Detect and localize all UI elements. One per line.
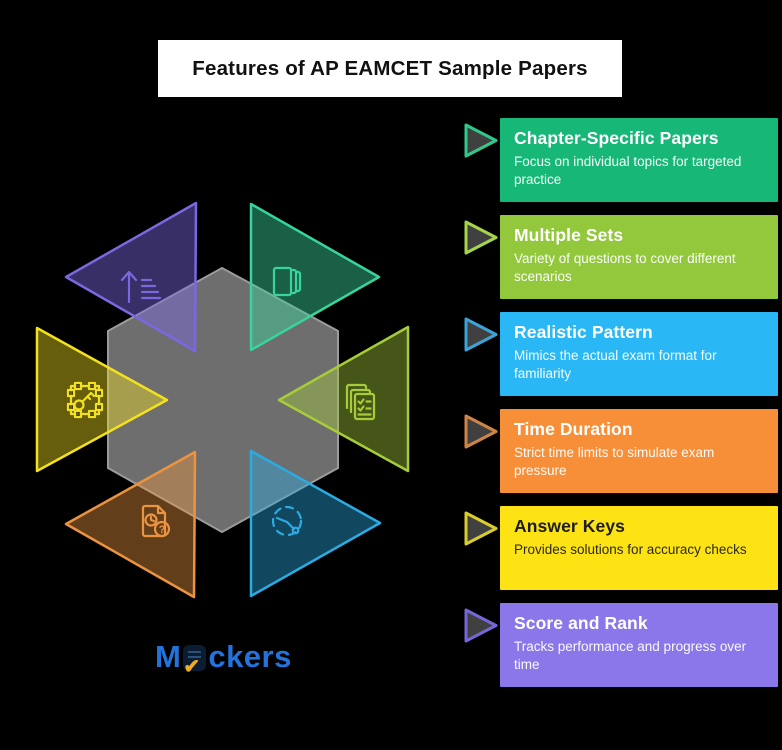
triangle-key — [35, 326, 169, 473]
feature-description: Tracks performance and progress over tim… — [514, 639, 747, 672]
triangle-timer — [249, 449, 382, 598]
card-pointer-arrow-icon — [464, 123, 498, 158]
feature-card-box: Multiple Sets Variety of questions to co… — [500, 215, 778, 299]
feature-title: Answer Keys — [514, 516, 626, 536]
card-pointer-arrow-icon — [464, 511, 498, 546]
card-pointer-arrow-icon — [464, 414, 498, 449]
feature-title: Time Duration — [514, 419, 633, 439]
feature-card-multiple-sets: Multiple Sets Variety of questions to co… — [463, 215, 782, 299]
feature-card-score-and-rank: Score and Rank Tracks performance and pr… — [463, 603, 782, 687]
check-icon: ✔ — [183, 656, 201, 678]
feature-card-realistic-pattern: Realistic Pattern Mimics the actual exam… — [463, 312, 782, 396]
feature-card-chapter-specific: Chapter-Specific Papers Focus on individ… — [463, 118, 782, 202]
title-banner: Features of AP EAMCET Sample Papers — [158, 40, 622, 97]
card-pointer-arrow-icon — [464, 220, 498, 255]
triangle-book — [249, 202, 381, 352]
feature-card-answer-keys: Answer Keys Provides solutions for accur… — [463, 506, 782, 590]
card-pointer-arrow-icon — [464, 608, 498, 643]
feature-card-list: Chapter-Specific Papers Focus on individ… — [463, 118, 782, 693]
brand-logo-text-prefix: M — [155, 639, 182, 674]
feature-description: Variety of questions to cover different … — [514, 251, 736, 284]
feature-title: Multiple Sets — [514, 225, 624, 245]
feature-card-box: Time Duration Strict time limits to simu… — [500, 409, 778, 493]
feature-title: Realistic Pattern — [514, 322, 653, 342]
key-frame-icon — [66, 381, 104, 419]
feature-description: Focus on individual topics for targeted … — [514, 154, 742, 187]
feature-description: Provides solutions for accuracy checks — [514, 542, 747, 557]
feature-title: Chapter-Specific Papers — [514, 128, 719, 148]
svg-text:?: ? — [159, 524, 166, 536]
feature-card-box: Score and Rank Tracks performance and pr… — [500, 603, 778, 687]
sort-ascending-icon — [120, 270, 162, 304]
brand-logo-text-suffix: ckers — [208, 639, 292, 674]
feature-description: Mimics the actual exam format for famili… — [514, 348, 717, 381]
feature-description: Strict time limits to simulate exam pres… — [514, 445, 715, 478]
document-question-time-icon: ? — [141, 504, 171, 538]
timer-icon — [271, 505, 303, 537]
feature-card-box: Answer Keys Provides solutions for accur… — [500, 506, 778, 590]
feature-title: Score and Rank — [514, 613, 648, 633]
feature-card-box: Chapter-Specific Papers Focus on individ… — [500, 118, 778, 202]
book-icon — [272, 266, 302, 297]
checklist-papers-icon — [345, 383, 376, 421]
triangle-sort-ascending — [64, 201, 198, 353]
triangle-document-question: ? — [64, 450, 197, 599]
page-title: Features of AP EAMCET Sample Papers — [192, 56, 588, 80]
hexagon-diagram: ? — [35, 201, 410, 599]
feature-card-box: Realistic Pattern Mimics the actual exam… — [500, 312, 778, 396]
card-pointer-arrow-icon — [464, 317, 498, 352]
brand-check-document-icon: ✔ — [183, 645, 207, 677]
feature-card-time-duration: Time Duration Strict time limits to simu… — [463, 409, 782, 493]
triangle-checklist — [277, 325, 410, 473]
brand-logo: M ✔ ckers — [155, 639, 292, 677]
